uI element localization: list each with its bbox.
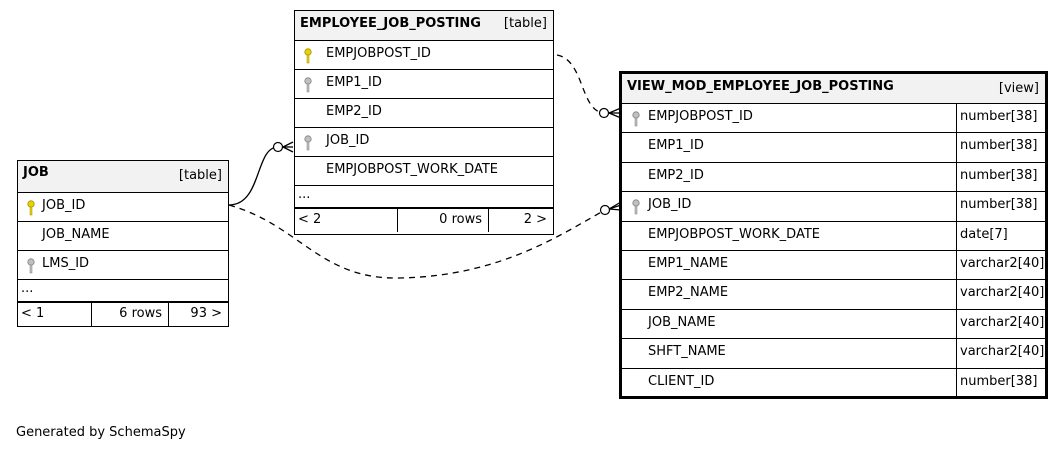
table-header: JOB [table] bbox=[18, 161, 228, 193]
column-name: EMP2_NAME bbox=[648, 285, 729, 301]
column-type: number[38] bbox=[956, 162, 1045, 192]
table-kind: [table] bbox=[503, 16, 547, 31]
column-row[interactable]: EMP2_NAME varchar2[40] bbox=[622, 280, 1045, 310]
column-type: number[38] bbox=[956, 368, 1045, 398]
view-mod-employee-job-posting[interactable]: VIEW_MOD_EMPLOYEE_JOB_POSTING [view] EMP… bbox=[619, 71, 1048, 399]
more-indicator: ... bbox=[298, 187, 311, 202]
column-name: EMP1_ID bbox=[648, 138, 704, 154]
table-header: VIEW_MOD_EMPLOYEE_JOB_POSTING [view] bbox=[622, 74, 1045, 104]
primary-key-icon bbox=[27, 200, 35, 220]
column-row[interactable]: EMP1_ID bbox=[295, 70, 553, 99]
relationship-job-to-employee-job-posting bbox=[228, 146, 279, 206]
column-name: EMP1_ID bbox=[326, 75, 382, 90]
relationship-employee-job-posting-to-view bbox=[556, 54, 606, 114]
column-name: JOB_NAME bbox=[648, 314, 716, 330]
column-name: JOB_NAME bbox=[42, 227, 110, 242]
column-name: EMP1_NAME bbox=[648, 255, 729, 271]
column-row[interactable]: JOB_NAME varchar2[40] bbox=[622, 309, 1045, 340]
row-count: 6 rows bbox=[91, 303, 168, 327]
table-footer: < 2 0 rows 2 > bbox=[295, 208, 553, 232]
column-row[interactable]: EMP2_ID bbox=[295, 99, 553, 128]
table-employee-job-posting[interactable]: EMPLOYEE_JOB_POSTING [table] EMPJOBPOST_… bbox=[294, 10, 554, 235]
generator-credit: Generated by SchemaSpy bbox=[16, 425, 186, 440]
column-row[interactable]: EMPJOBPOST_WORK_DATE date[7] bbox=[622, 221, 1045, 251]
column-name: EMPJOBPOST_ID bbox=[326, 46, 431, 61]
foreign-key-icon bbox=[632, 111, 640, 131]
parents-link[interactable]: < 2 bbox=[298, 212, 322, 227]
table-header: EMPLOYEE_JOB_POSTING [table] bbox=[295, 11, 553, 41]
column-name: JOB_ID bbox=[648, 197, 692, 213]
column-type: varchar2[40] bbox=[956, 250, 1045, 280]
optional-marker-icon bbox=[598, 107, 610, 119]
relationship-job-to-view bbox=[228, 204, 606, 279]
column-row[interactable]: CLIENT_ID number[38] bbox=[622, 368, 1045, 398]
column-row[interactable]: JOB_ID number[38] bbox=[622, 192, 1045, 222]
column-row[interactable]: EMPJOBPOST_WORK_DATE bbox=[295, 157, 553, 186]
column-name: EMPJOBPOST_ID bbox=[648, 109, 753, 124]
column-type: number[38] bbox=[956, 133, 1045, 162]
column-row[interactable]: EMP1_ID number[38] bbox=[622, 133, 1045, 163]
children-link[interactable]: 2 > bbox=[488, 209, 553, 232]
column-row[interactable]: SHFT_NAME varchar2[40] bbox=[622, 339, 1045, 369]
column-type: varchar2[40] bbox=[956, 280, 1045, 309]
foreign-key-icon bbox=[304, 77, 312, 97]
optional-marker-icon bbox=[272, 141, 284, 153]
column-row[interactable]: EMPJOBPOST_ID number[38] bbox=[622, 104, 1045, 134]
column-row[interactable]: EMP2_ID number[38] bbox=[622, 162, 1045, 193]
more-indicator: ... bbox=[21, 281, 34, 296]
column-type: varchar2[40] bbox=[956, 309, 1045, 339]
table-kind: [view] bbox=[998, 81, 1039, 96]
column-row[interactable]: JOB_ID bbox=[295, 128, 553, 157]
column-name: EMPJOBPOST_WORK_DATE bbox=[326, 162, 498, 177]
column-row[interactable]: EMPJOBPOST_ID bbox=[295, 41, 553, 70]
column-row[interactable]: LMS_ID bbox=[18, 251, 228, 280]
column-name: SHFT_NAME bbox=[648, 344, 726, 360]
column-type: number[38] bbox=[956, 192, 1045, 221]
column-name: CLIENT_ID bbox=[648, 373, 715, 389]
more-columns-row: ... bbox=[18, 280, 228, 302]
column-row[interactable]: JOB_ID bbox=[18, 193, 228, 222]
column-name: LMS_ID bbox=[42, 256, 90, 271]
table-footer: < 1 6 rows 93 > bbox=[18, 302, 228, 327]
table-job[interactable]: JOB [table] JOB_ID JOB_NAME LMS_ID ... <… bbox=[17, 160, 229, 327]
foreign-key-icon bbox=[27, 258, 35, 278]
column-name: EMPJOBPOST_WORK_DATE bbox=[648, 226, 820, 242]
row-count: 0 rows bbox=[397, 209, 488, 232]
column-type: date[7] bbox=[956, 221, 1045, 250]
table-kind: [table] bbox=[178, 168, 222, 183]
parents-link[interactable]: < 1 bbox=[21, 306, 45, 321]
column-name: JOB_ID bbox=[326, 133, 370, 148]
column-row[interactable]: JOB_NAME bbox=[18, 222, 228, 251]
column-name: EMP2_ID bbox=[326, 104, 382, 119]
children-link[interactable]: 93 > bbox=[168, 303, 228, 327]
column-name: JOB_ID bbox=[42, 198, 86, 213]
foreign-key-icon bbox=[304, 135, 312, 155]
column-name: EMP2_ID bbox=[648, 167, 704, 183]
column-type: number[38] bbox=[956, 104, 1045, 133]
column-row[interactable]: EMP1_NAME varchar2[40] bbox=[622, 250, 1045, 281]
column-type: varchar2[40] bbox=[956, 339, 1045, 368]
table-name: JOB bbox=[23, 165, 49, 180]
more-columns-row: ... bbox=[295, 186, 553, 208]
primary-key-icon bbox=[304, 48, 312, 68]
table-name: VIEW_MOD_EMPLOYEE_JOB_POSTING bbox=[627, 79, 894, 94]
table-name: EMPLOYEE_JOB_POSTING bbox=[300, 16, 481, 31]
foreign-key-icon bbox=[632, 199, 640, 219]
optional-marker-icon bbox=[599, 204, 611, 216]
